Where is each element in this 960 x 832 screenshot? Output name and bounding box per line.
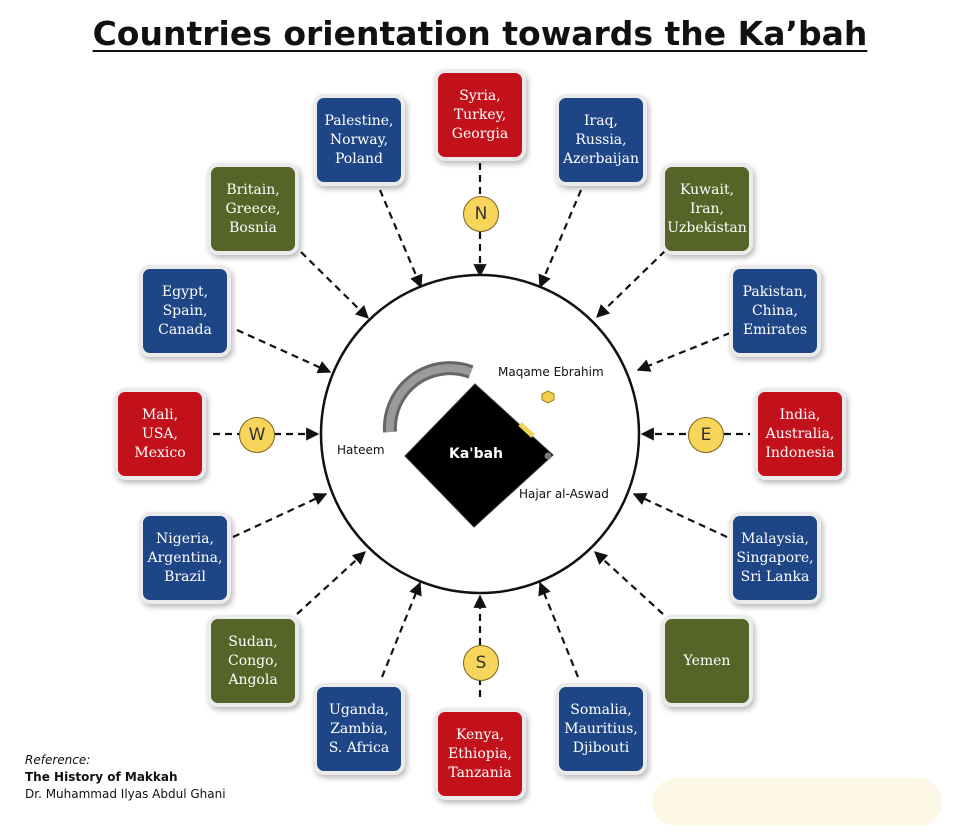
box-north-east: Kuwait, Iran, Uzbekistan (665, 167, 749, 251)
box-east-south-east: Malaysia, Singapore, Sri Lanka (733, 516, 817, 600)
arrow-wsw (232, 492, 328, 538)
reference-author: Dr. Muhammad Ilyas Abdul Ghani (25, 787, 226, 801)
arrow-sw (296, 551, 366, 615)
box-east: India, Australia, Indonesia (758, 392, 842, 476)
box-south-east: Yemen (665, 619, 749, 703)
box-west-north-west: Egypt, Spain, Canada (143, 269, 227, 353)
box-west-south-west: Nigeria, Argentina, Brazil (143, 516, 227, 600)
maqam-label: Maqame Ebrahim (498, 365, 604, 379)
arrow-nne (538, 189, 583, 289)
arrow-ne (596, 250, 666, 318)
compass-north: N (463, 196, 499, 232)
arrow-nw (300, 251, 369, 319)
hateem-label: Hateem (337, 443, 385, 457)
kaaba-door (518, 422, 535, 438)
reference-block: Reference: The History of Makkah Dr. Muh… (25, 752, 226, 803)
box-west: Mali, USA, Mexico (118, 392, 202, 476)
arrow-ene (636, 331, 731, 372)
direction-arrows (232, 189, 731, 678)
kaaba-label: Ka'bah (449, 446, 504, 462)
compass-west: W (239, 417, 275, 453)
reference-book: The History of Makkah (25, 770, 178, 784)
background-smudge (652, 778, 942, 826)
box-north-north-west: Palestine, Norway, Poland (317, 98, 401, 182)
box-south-west: Sudan, Congo, Angola (211, 619, 295, 703)
diagram-title: Countries orientation towards the Ka’bah (92, 14, 868, 53)
box-south: Kenya, Ethiopia, Tanzania (438, 712, 522, 796)
hajar-stone (544, 452, 552, 460)
box-east-north-east: Pakistan, China, Emirates (733, 269, 817, 353)
arrow-se (594, 551, 664, 615)
box-north-west: Britain, Greece, Bosnia (211, 167, 295, 251)
compass-east: E (688, 417, 724, 453)
compass-connectors (213, 163, 750, 697)
box-south-south-west: Uganda, Zambia, S. Africa (317, 687, 401, 771)
compass-south: S (463, 645, 499, 681)
box-south-south-east: Somalia, Mauritius, Djibouti (559, 687, 643, 771)
arrow-ssw (380, 581, 422, 678)
maqam-marker (541, 390, 555, 404)
hajar-label: Hajar al-Aswad (519, 487, 609, 501)
arrow-nnw (378, 189, 423, 289)
arrow-sse (538, 581, 580, 678)
box-north-north-east: Iraq, Russia, Azerbaijan (559, 98, 643, 182)
reference-label: Reference: (25, 753, 91, 767)
box-north: Syria, Turkey, Georgia (438, 73, 522, 157)
arrow-wnw (236, 328, 332, 374)
arrow-ese (632, 492, 728, 538)
